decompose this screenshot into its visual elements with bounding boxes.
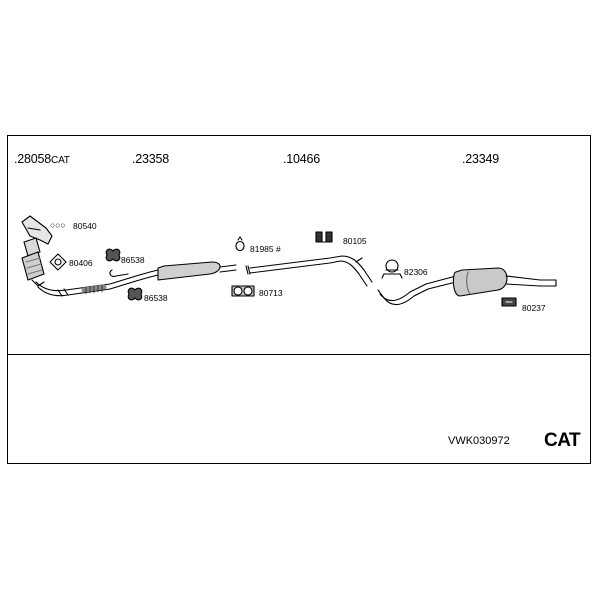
kit-code: VWK030972	[448, 435, 510, 447]
clamp-icon	[381, 259, 403, 279]
label-rubber-mount-bottom: 86538	[144, 293, 168, 303]
label-clamp-ring: 81985 #	[250, 244, 281, 254]
front-pipe-icon	[35, 269, 159, 297]
part-number-catalytic-converter: .28058CAT	[14, 152, 70, 166]
diagram-frame	[7, 135, 591, 464]
label-rubber-block: 80713	[259, 288, 283, 298]
label-rubber-mount-top: 86538	[121, 255, 145, 265]
part-number-rear-silencer: .23349	[462, 152, 500, 166]
catalytic-converter-icon	[21, 215, 53, 287]
middle-silencer-icon	[109, 261, 237, 281]
cat-badge: CAT	[544, 430, 581, 451]
intermediate-pipe-icon	[245, 255, 373, 287]
tailpipe-mount-icon	[501, 297, 517, 307]
rear-silencer-icon	[377, 267, 557, 306]
clamp-ring-icon	[235, 236, 245, 252]
part-number-intermediate-pipe: .10466	[283, 152, 321, 166]
rubber-mount-icon-top	[105, 248, 121, 262]
rubber-mount-icon-bottom	[127, 287, 143, 301]
frame-divider	[7, 354, 591, 355]
hanger-icon	[315, 231, 333, 243]
label-hanger: 80105	[343, 236, 367, 246]
label-tailpipe-mount: 80237	[522, 303, 546, 313]
gasket-symbols: ○○○	[50, 220, 66, 230]
label-clamp: 82306	[404, 267, 428, 277]
label-gaskets: 80540	[73, 221, 97, 231]
label-ring: 80406	[69, 258, 93, 268]
part-number-middle-silencer: .23358	[132, 152, 170, 166]
ring-icon	[49, 253, 67, 271]
rubber-block-icon	[231, 285, 255, 297]
